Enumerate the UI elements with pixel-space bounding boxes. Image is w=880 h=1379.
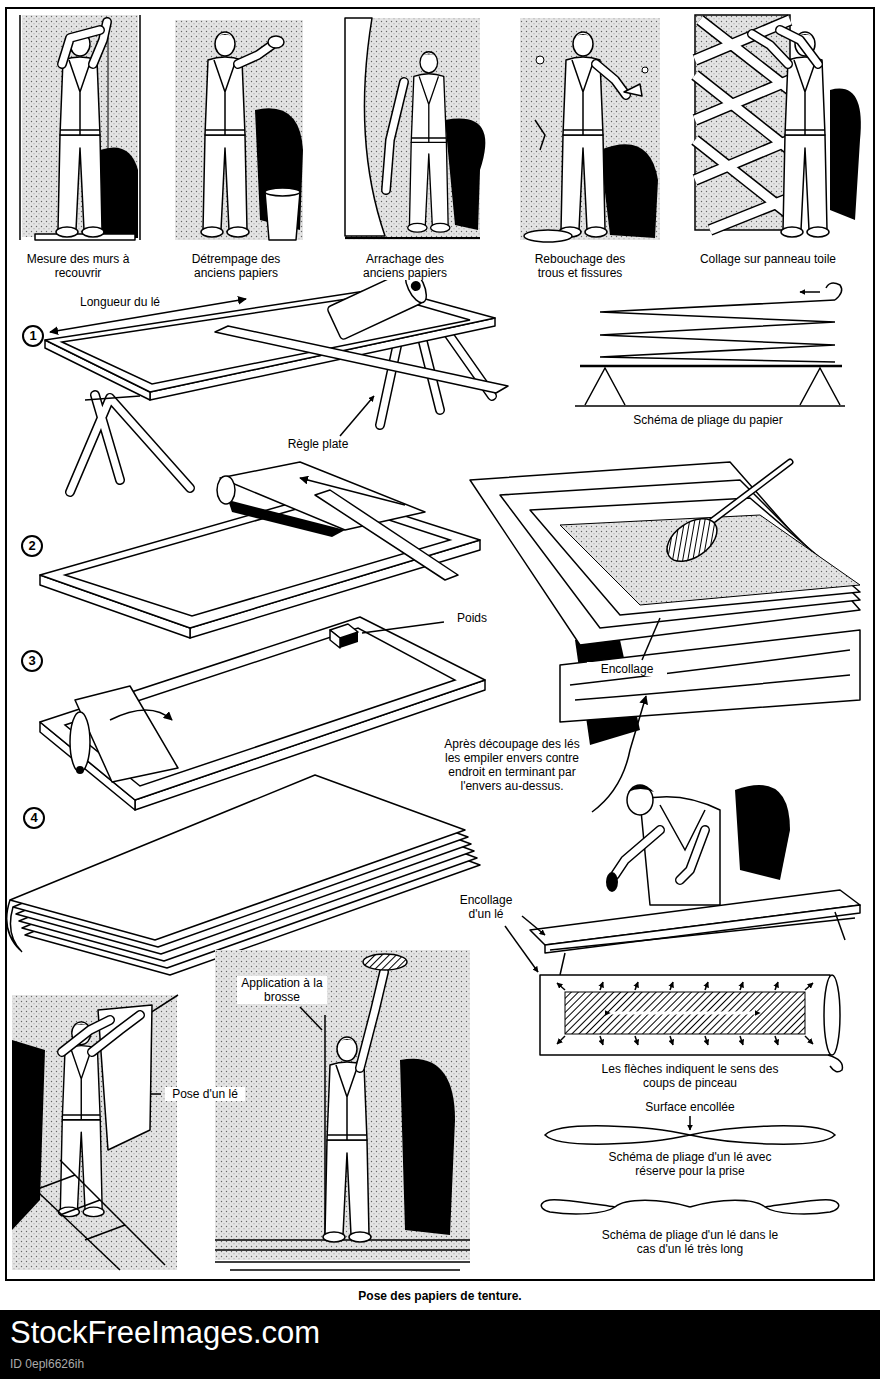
pasting-workman	[505, 785, 860, 975]
part-label: Pose d'un lé	[165, 1087, 245, 1101]
brushing-figure	[215, 950, 470, 1270]
hanging-figure	[12, 995, 178, 1270]
note: Après découpage des lés les empiler enve…	[437, 737, 587, 794]
scheme-caption: Schéma de pliage d'un lé avec réserve po…	[595, 1150, 785, 1178]
brush-scheme	[540, 975, 842, 1072]
callout-number: 3	[21, 650, 43, 672]
board-weight	[40, 617, 485, 810]
step-caption: Rebouchage des trous et fissures	[524, 252, 636, 280]
scheme-caption: Schéma de pliage du papier	[608, 413, 808, 427]
watermark: StockFreeImages.com	[8, 1316, 322, 1350]
callout-number: 1	[22, 325, 44, 347]
canvas-panel-figure	[695, 15, 861, 237]
step-caption: Détrempage des anciens papiers	[180, 252, 292, 280]
folding-scheme	[575, 283, 845, 406]
scheme-caption: Schéma de pliage d'un lé dans le cas d'u…	[595, 1228, 785, 1256]
soaking-figure	[175, 20, 303, 240]
dimension-label: Longueur du lé	[70, 295, 170, 309]
frame	[6, 8, 874, 1280]
callout-number: 4	[23, 807, 45, 829]
filling-figure	[520, 18, 660, 242]
part-label: Règle plate	[276, 437, 360, 451]
watermark-band	[0, 1310, 880, 1379]
part-label: Encollage d'un lé	[451, 893, 521, 921]
fold-schemes	[541, 1116, 838, 1214]
scheme-caption: Les flèches indiquent le sens des coups …	[590, 1062, 790, 1090]
stripping-figure	[345, 18, 485, 240]
step-caption: Arrachage des anciens papiers	[349, 252, 461, 280]
part-label: Encollage	[587, 662, 667, 676]
callout-number: 2	[21, 535, 43, 557]
step-caption: Mesure des murs à recouvrir	[18, 252, 138, 280]
paper-stack	[7, 775, 480, 975]
board-ruler	[40, 462, 480, 638]
part-label: Poids	[447, 611, 497, 625]
trestle-table	[45, 266, 508, 492]
part-label: Surface encollée	[625, 1100, 755, 1114]
measure-figure	[20, 15, 140, 240]
part-label: Application à la brosse	[237, 976, 327, 1004]
step-caption: Collage sur panneau toile	[683, 252, 853, 266]
image-id: ID 0epl6626ih	[8, 1357, 86, 1371]
caption: Pose des papiers de tenture.	[356, 1289, 523, 1303]
